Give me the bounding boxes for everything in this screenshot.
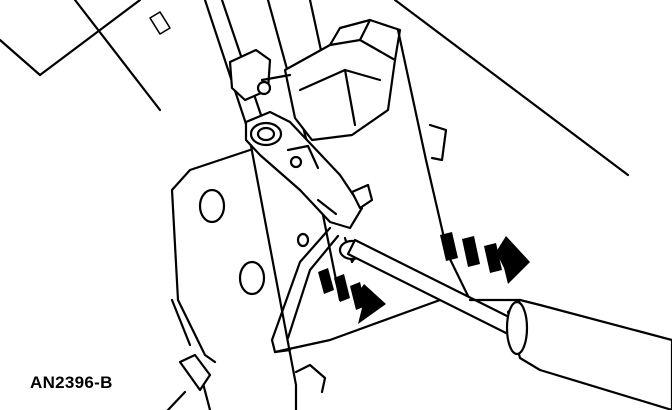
- upper-right-direction-arrow: [440, 232, 530, 284]
- door-edge-lines: [428, 123, 522, 302]
- retaining-clip: [270, 226, 442, 394]
- lower-left-direction-arrow: [318, 268, 386, 324]
- figure-caption: AN2396-B: [30, 373, 113, 392]
- screwdriver-handle-ferrule: [505, 300, 529, 356]
- hinge-bracket-plate: [166, 148, 310, 410]
- bracket-hole-small: [296, 232, 310, 248]
- screwdriver-tool: [346, 238, 672, 410]
- bracket-hole-upper: [198, 188, 226, 224]
- background-panel-lines: [0, 0, 630, 177]
- hinge-block: [228, 18, 402, 142]
- bracket-hole-lower: [238, 260, 266, 296]
- check-strap-arm: [244, 110, 374, 230]
- screwdriver-handle: [506, 298, 672, 410]
